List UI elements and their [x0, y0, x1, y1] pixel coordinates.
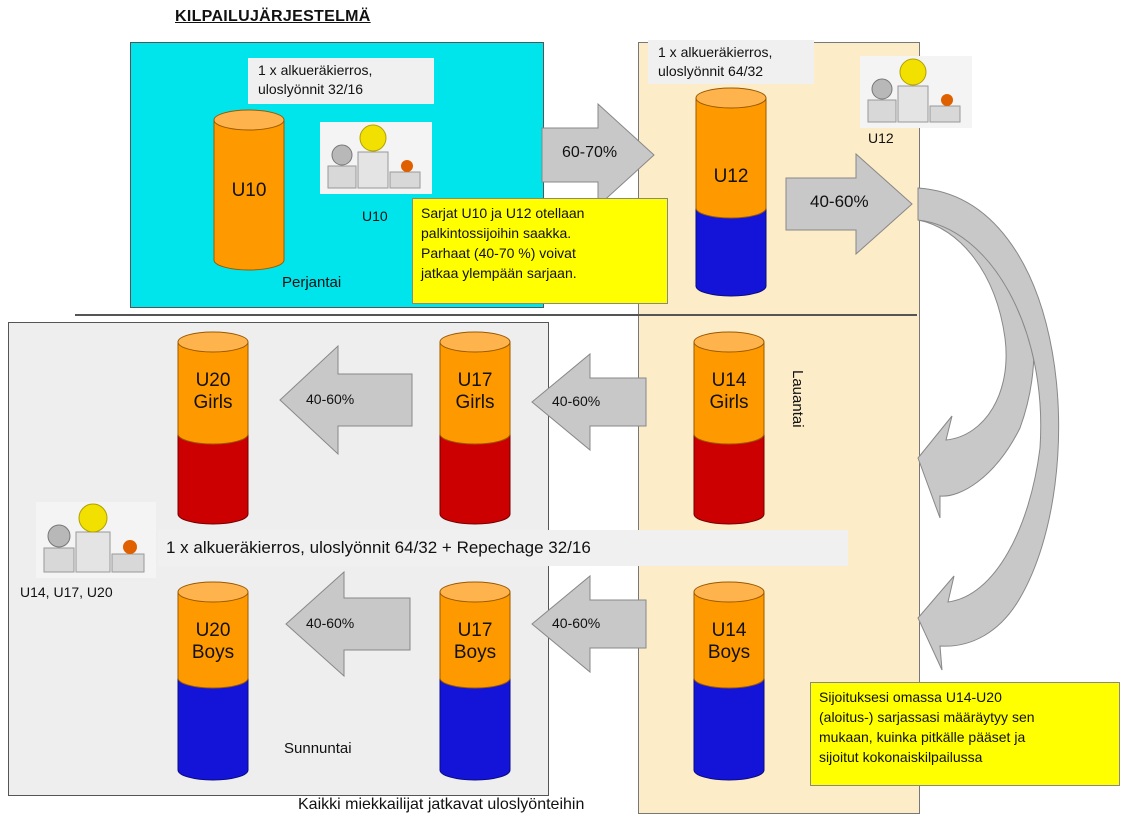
yellow-note-top-line4: jatkaa ylempään sarjaan. — [421, 265, 577, 281]
cylinder-u20-boys: U20 Boys — [176, 580, 250, 782]
yellow-note-bottom-line2: (aloitus-) sarjassasi määräytyy sen — [819, 709, 1035, 725]
arrow-label: 40-60% — [306, 391, 355, 407]
cylinder-label-line1: U20 — [195, 620, 231, 641]
cylinder-u14-girls: U14 Girls — [692, 330, 766, 526]
yellow-note-top-line3: Parhaat (40-70 %) voivat — [421, 245, 576, 261]
arrow-label: 40-60% — [552, 615, 601, 631]
arrow-u14-u17-girls: 40-60% — [530, 352, 648, 452]
arrow-u12-forward: 40-60% — [784, 150, 914, 258]
cylinder-label-line1: U17 — [457, 620, 493, 641]
cylinder-u12: U12 — [694, 86, 768, 298]
saturday-note-line1: 1 x alkueräkierros, — [658, 44, 773, 60]
cylinder-label: U17 Girls — [438, 370, 512, 414]
cylinder-label: U14 Girls — [692, 370, 766, 414]
arrow-label: 40-60% — [552, 393, 601, 409]
sunday-note: 1 x alkueräkierros, uloslyönnit 64/32 + … — [158, 530, 848, 566]
podium-label-u12: U12 — [868, 130, 894, 146]
yellow-note-bottom-line1: Sijoituksesi omassa U14-U20 — [819, 689, 1002, 705]
podium-label-sunday: U14, U17, U20 — [20, 584, 113, 600]
cylinder-u20-girls: U20 Girls — [176, 330, 250, 526]
cylinder-label-line1: U17 — [457, 370, 493, 391]
yellow-note-top-line2: palkintossijoihin saakka. — [421, 225, 572, 241]
cylinder-label-line1: U20 — [195, 370, 231, 391]
cylinder-label-line1: U14 — [711, 370, 747, 391]
arrow-label: 40-60% — [306, 615, 355, 631]
cylinder-label-line2: Boys — [453, 642, 497, 663]
cylinder-u10: U10 — [212, 108, 286, 272]
arrow-label: 60-70% — [562, 144, 618, 161]
cylinder-u14-boys: U14 Boys — [692, 580, 766, 782]
friday-note-line1: 1 x alkueräkierros, — [258, 62, 373, 78]
cylinder-u17-boys: U17 Boys — [438, 580, 512, 782]
day-label-saturday: Lauantai — [789, 370, 806, 428]
podium-label-u10: U10 — [362, 208, 388, 224]
cylinder-label: U14 Boys — [692, 620, 766, 664]
saturday-note: 1 x alkueräkierros, uloslyönnit 64/32 — [648, 40, 814, 84]
arrow-u14-u17-boys: 40-60% — [530, 574, 648, 674]
cylinder-u17-girls: U17 Girls — [438, 330, 512, 526]
cylinder-label: U17 Boys — [438, 620, 512, 664]
divider-line — [75, 314, 917, 316]
arrow-label: 40-60% — [810, 192, 869, 211]
podium-icon — [320, 122, 432, 194]
yellow-note-bottom-line3: mukaan, kuinka pitkälle pääset ja — [819, 729, 1026, 745]
podium-icon — [860, 56, 972, 128]
podium-icon — [36, 502, 156, 578]
friday-note: 1 x alkueräkierros, uloslyönnit 32/16 — [248, 58, 434, 104]
yellow-note-bottom: Sijoituksesi omassa U14-U20 (aloitus-) s… — [810, 682, 1120, 786]
cylinder-label-line2: Girls — [709, 392, 749, 413]
arrow-u17-u20-girls: 40-60% — [278, 344, 414, 456]
arrow-u17-u20-boys: 40-60% — [284, 570, 412, 678]
cylinder-label: U20 Boys — [176, 620, 250, 664]
cylinder-label-line2: Girls — [455, 392, 495, 413]
curved-arrow — [900, 178, 1080, 698]
cylinder-label-line2: Girls — [193, 392, 233, 413]
footer-caption: Kaikki miekkailijat jatkavat uloslyöntei… — [298, 796, 585, 813]
cylinder-label: U20 Girls — [176, 370, 250, 414]
yellow-note-top-line1: Sarjat U10 ja U12 otellaan — [421, 205, 585, 221]
day-label-sunday: Sunnuntai — [284, 740, 352, 757]
cylinder-label: U12 — [713, 166, 749, 187]
arrow-friday-saturday: 60-70% — [540, 100, 656, 210]
page-title: KILPAILUJÄRJESTELMÄ — [175, 8, 371, 25]
cylinder-label-line1: U14 — [711, 620, 747, 641]
cylinder-label-line2: Boys — [191, 642, 235, 663]
yellow-note-top: Sarjat U10 ja U12 otellaan palkintossijo… — [412, 198, 668, 304]
friday-note-line2: uloslyönnit 32/16 — [258, 81, 364, 97]
yellow-note-bottom-line4: sijoitut kokonaiskilpailussa — [819, 749, 983, 765]
cylinder-label: U10 — [231, 180, 267, 201]
day-label-friday: Perjantai — [282, 274, 342, 291]
cylinder-label-line2: Boys — [707, 642, 751, 663]
saturday-note-line2: uloslyönnit 64/32 — [658, 63, 764, 79]
